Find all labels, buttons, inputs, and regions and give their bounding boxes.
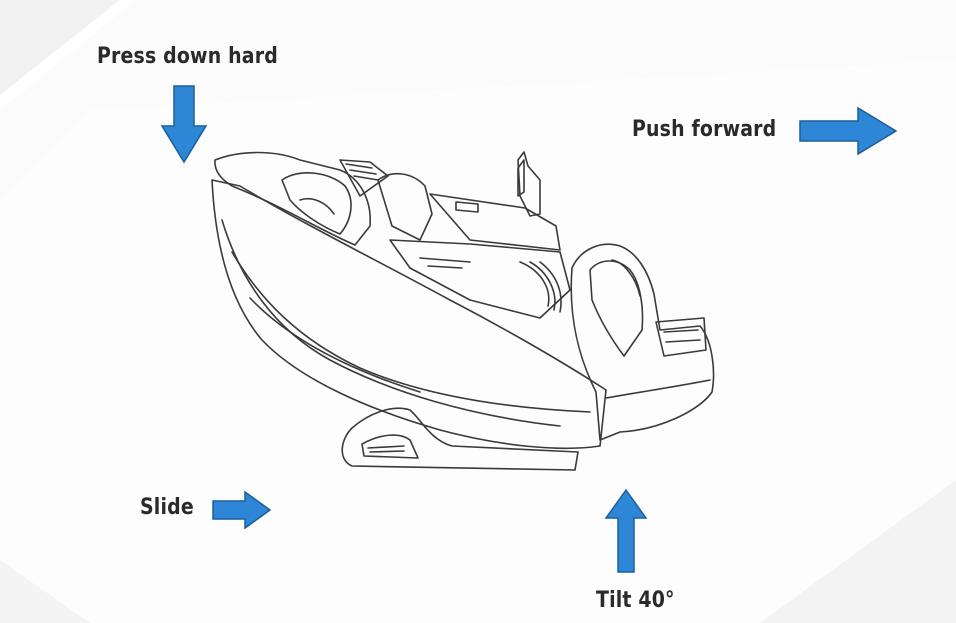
chair-legrest xyxy=(570,243,715,441)
label-press-down-hard: Press down hard xyxy=(97,44,278,69)
label-push-forward: Push forward xyxy=(632,117,777,142)
arrow-right-icon xyxy=(212,490,272,530)
control-remote xyxy=(517,159,525,197)
arrow-down-icon xyxy=(160,85,208,164)
chair-headrest xyxy=(214,151,371,246)
chair-shell xyxy=(211,179,607,450)
arrow-up-icon xyxy=(604,488,648,573)
label-tilt: Tilt 40° xyxy=(596,588,675,613)
arrow-right-icon xyxy=(799,106,898,156)
label-slide: Slide xyxy=(140,495,194,520)
